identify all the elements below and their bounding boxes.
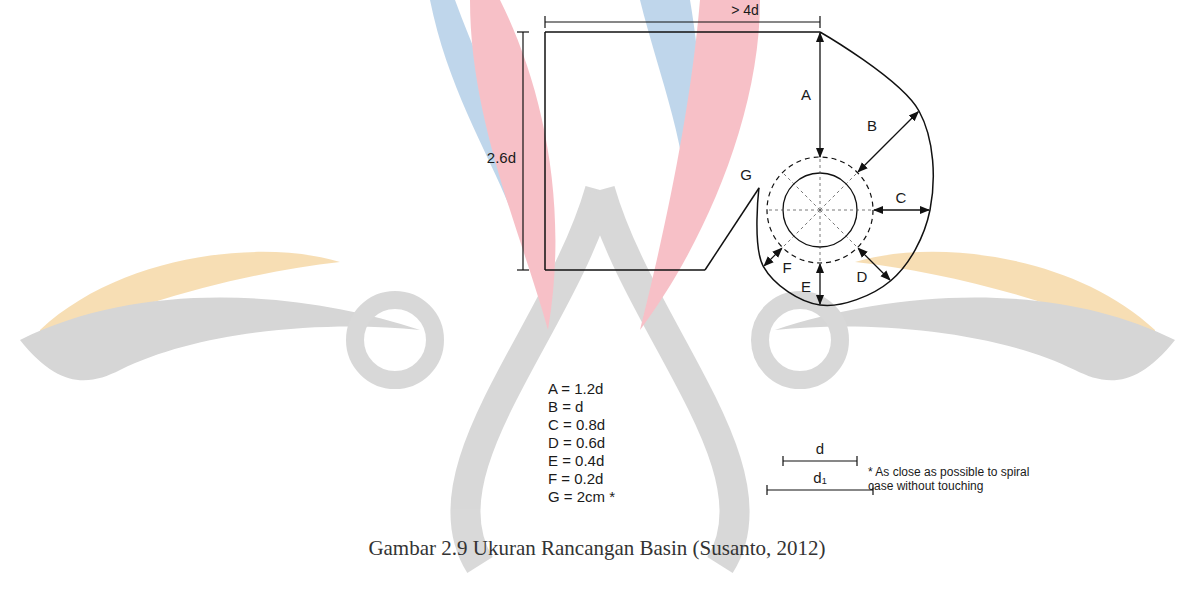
dimension-arrow [819,33,820,157]
dimension-line [522,32,523,270]
callout-letter: E [801,278,811,295]
callout-letter: G [740,166,752,183]
basin-outline [545,32,820,270]
dimension-tick [856,456,857,466]
dimension-arrow [874,209,929,210]
callout-letter: B [867,117,877,134]
dimension-tick [782,456,783,466]
basin-wall [705,188,759,270]
dimension-line [783,460,857,461]
formula-text: B = d [548,398,583,415]
radial-guide [820,210,857,247]
radial-guide [820,210,821,263]
dimension-tick [517,269,529,270]
dimension-tick [517,31,529,32]
callout-letter: A [801,86,811,103]
dimension-tick [819,16,820,28]
callout-letter: C [896,189,907,206]
callout-letter: D [857,268,868,285]
watermark-flame [640,0,760,330]
watermark-swirl [760,300,840,380]
dimension-arrow [764,248,782,266]
basin-wall [544,32,546,270]
dimension-line [545,21,820,22]
watermark [20,0,1175,565]
callout-letter: F [782,259,791,276]
dimension-label: 2.6d [487,149,516,166]
dimension-tick [544,16,545,28]
radial-guide [783,173,820,210]
radial-guide [783,210,820,247]
watermark-swirl [355,300,435,380]
footnote: * As close as possible to spiral case wi… [868,466,1043,494]
spiral-outline [757,32,933,305]
radial-guide [767,210,820,211]
dimension-label: d [816,440,824,457]
formula-text: E = 0.4d [548,452,604,469]
radial-guide [820,210,873,211]
outer-diameter-circle [767,157,873,263]
dimension-lines [517,16,873,495]
dimension-arrow [819,264,820,304]
formula-text: F = 0.2d [548,470,603,487]
formula-text: G = 2cm * [548,488,615,505]
dimension-arrow [858,112,918,172]
figure-caption: Gambar 2.9 Ukuran Rancangan Basin (Susan… [368,536,825,560]
basin-wall [545,269,705,271]
formula-text: D = 0.6d [548,434,605,451]
radial-guide [820,157,821,210]
formula-text: A = 1.2d [548,380,603,397]
basin-wall [545,31,820,33]
dimension-label: > 4d [731,2,759,18]
radial-guide [820,173,857,210]
dimension-line [767,489,873,490]
dimension-tick [766,485,767,495]
dimension-label: d₁ [813,469,826,486]
watermark-flame [470,0,555,330]
formula-text: C = 0.8d [548,416,605,433]
spiral-case [757,32,933,305]
